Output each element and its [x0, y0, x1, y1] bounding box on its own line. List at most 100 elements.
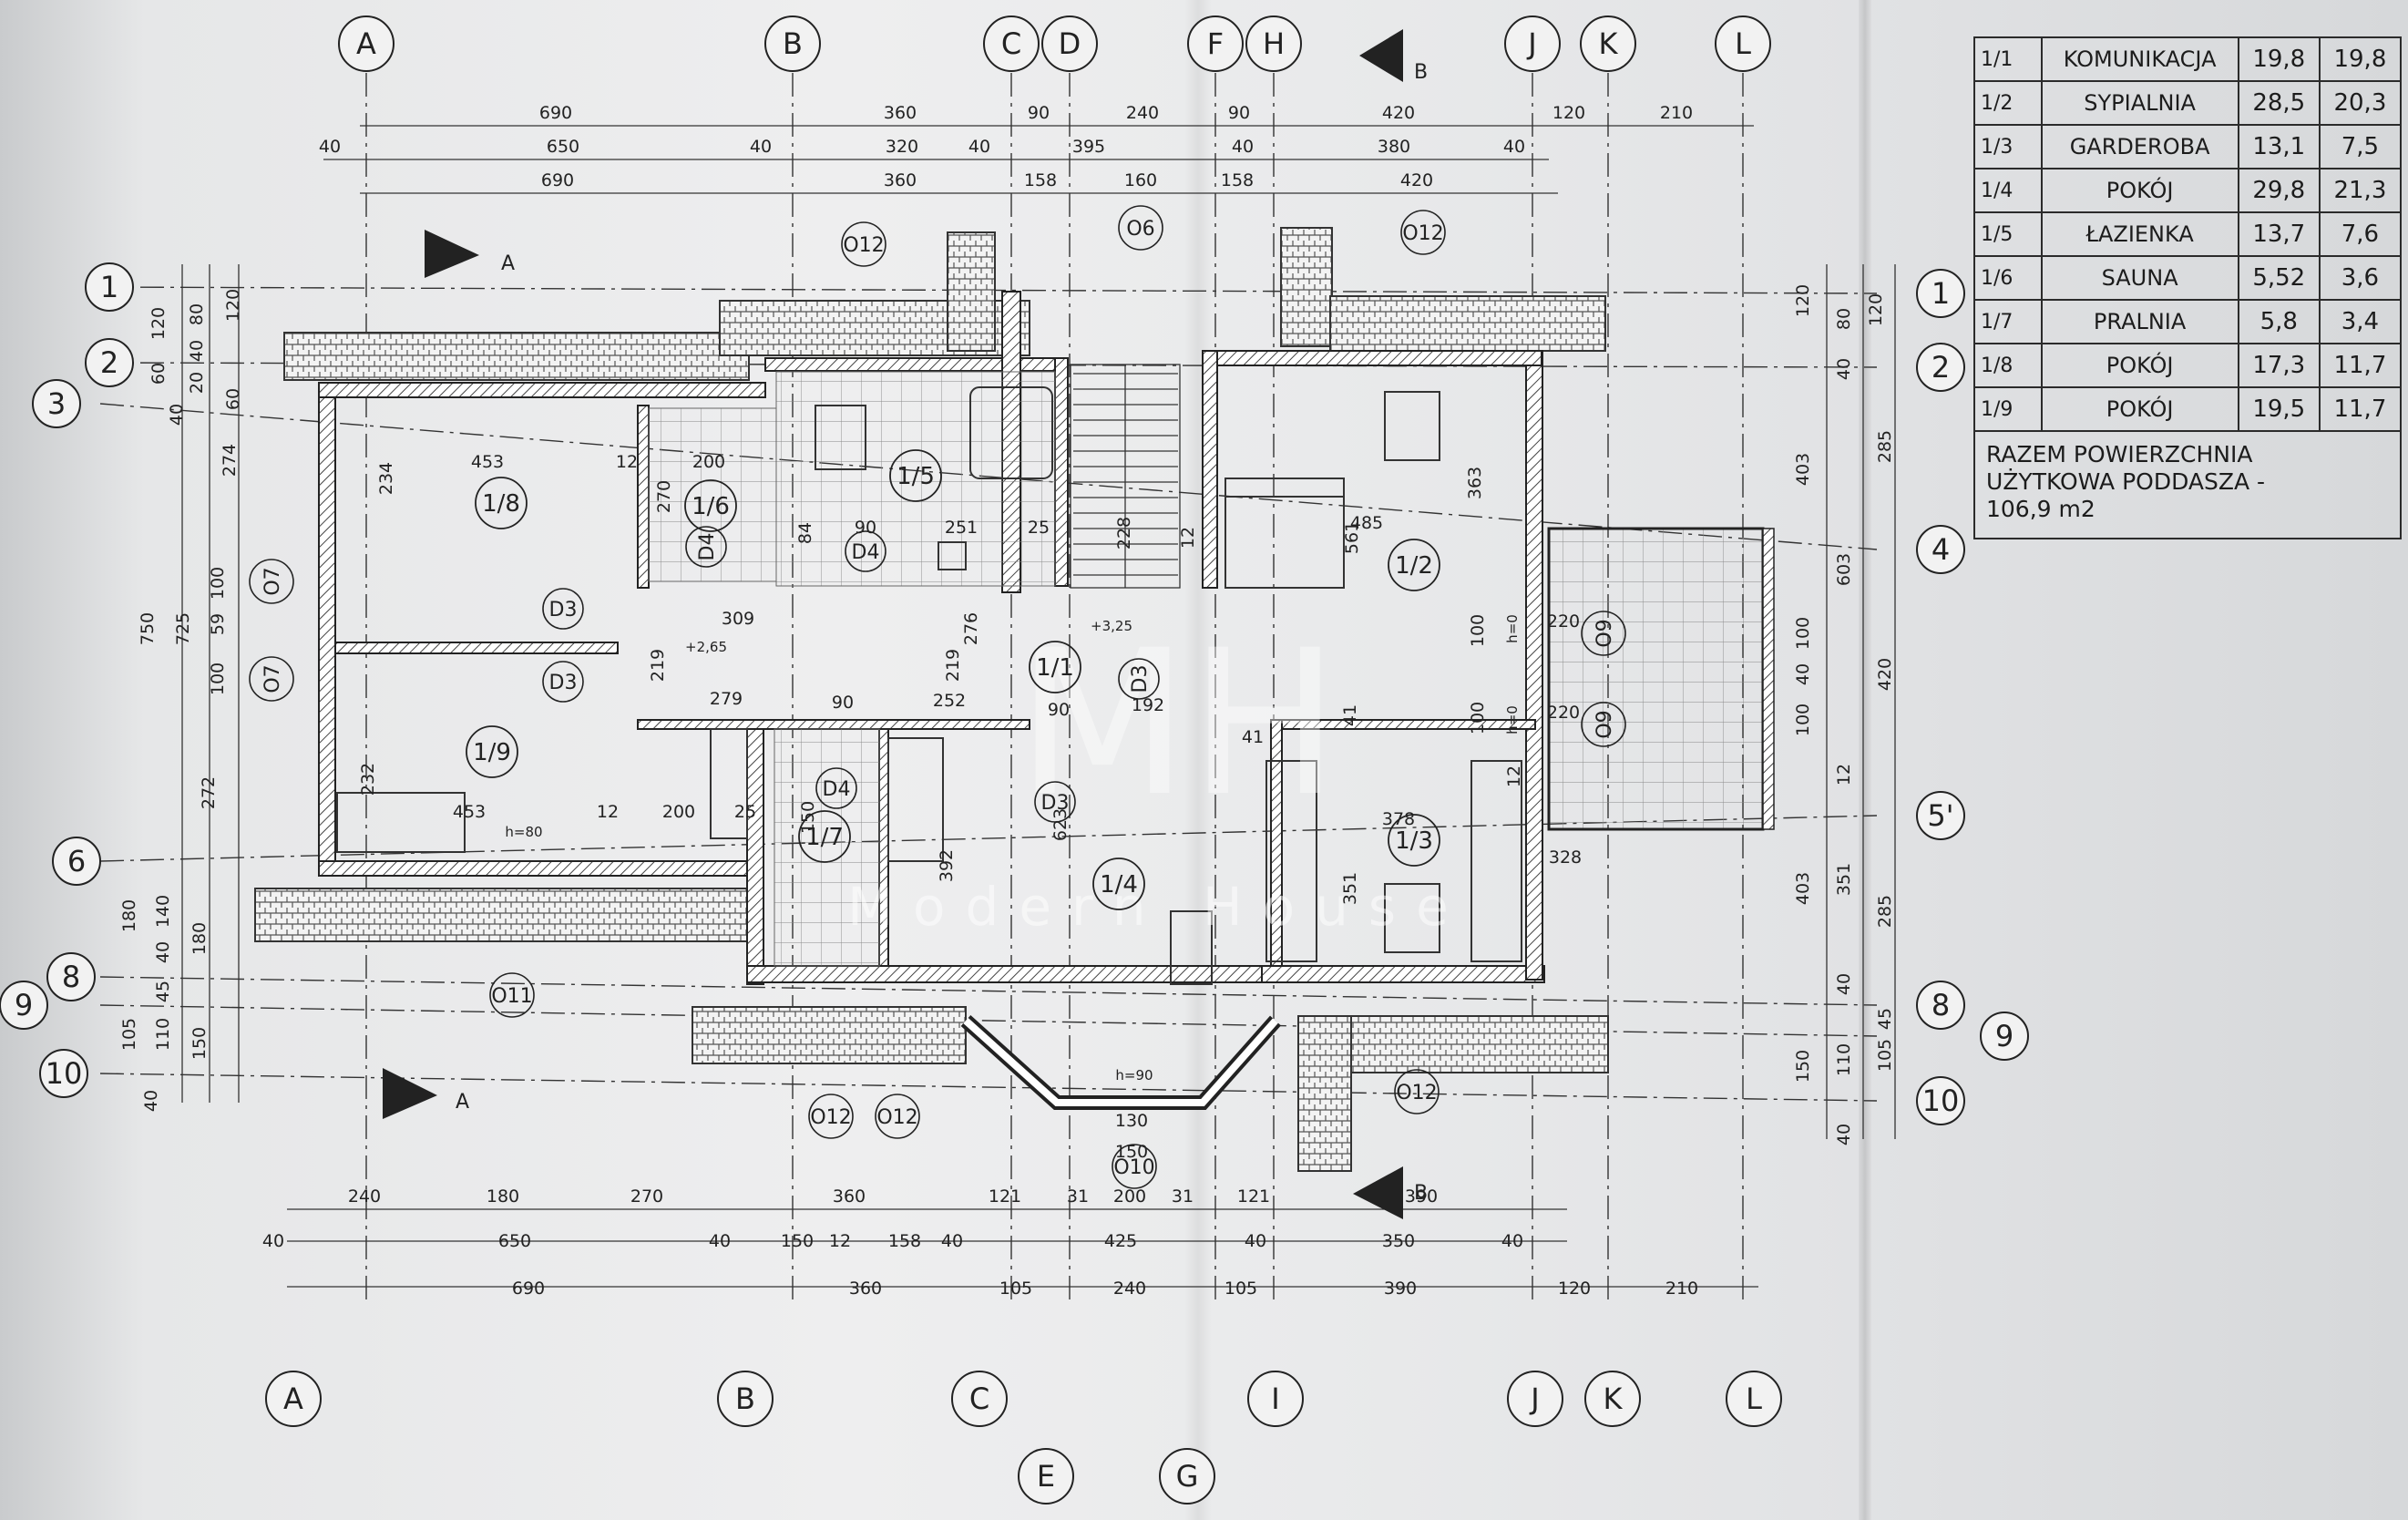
area-cell-name: ŁAZIENKA [2040, 211, 2239, 257]
inner-dim-4: 270 [654, 480, 674, 513]
window-marker-o12-2: O12 [1400, 210, 1446, 255]
axis-bubble-bottom-C: C [951, 1371, 1008, 1427]
area-cell-no: 1/1 [1973, 36, 2043, 82]
axis-bubble-left-2-label: 2 [100, 345, 118, 380]
section-label-a-bottom: A [456, 1091, 469, 1114]
axis-bubble-bottom-A: A [265, 1371, 322, 1427]
axis-bubble-left-6-label: 6 [67, 844, 86, 878]
top-dim-1-2: 90 [1028, 103, 1050, 123]
left-dim-0: 120 [149, 307, 169, 340]
room-marker-1-8: 1/8 [475, 477, 528, 529]
window-label: O9 [1593, 710, 1616, 738]
axis-bubble-left-3-label: 3 [47, 386, 66, 421]
door-label: D4 [823, 778, 851, 801]
section-arrow-b-bottom [1353, 1166, 1403, 1219]
axis-bubble-top-C-label: C [1001, 26, 1021, 61]
door-label: D3 [549, 599, 578, 621]
left-dim-12: 59 [208, 613, 228, 635]
room-label: 1/9 [473, 739, 511, 766]
bottom-dimension-lines [287, 1208, 1758, 1288]
level-note-5: h=0 [1504, 705, 1521, 734]
total-line-3: 106,9 m2 [1986, 496, 2095, 522]
inner-dim-9: 228 [1114, 517, 1134, 549]
room-marker-1-1: 1/1 [1029, 641, 1081, 693]
right-dim-19: 150 [1793, 1050, 1813, 1083]
inner-dim-36: 100 [1468, 614, 1488, 647]
top-dim-2-0: 40 [319, 137, 341, 157]
section-arrow-a-bottom [383, 1068, 437, 1119]
axis-bubble-left-9-label: 9 [15, 988, 33, 1022]
inner-dim-10: 12 [1178, 527, 1198, 549]
inner-dim-38: 220 [1547, 611, 1580, 632]
bottom-dim-2-8: 40 [1245, 1231, 1266, 1251]
window-label: O12 [1396, 1082, 1437, 1104]
top-dim-1-0: 690 [539, 103, 572, 123]
area-cell-name: GARDEROBA [2040, 124, 2239, 169]
left-dim-15: 180 [119, 899, 139, 932]
area-cell-b: 11,7 [2318, 343, 2403, 388]
top-dim-3-3: 160 [1124, 170, 1157, 190]
bottom-dim-2-9: 350 [1382, 1231, 1415, 1251]
level-notes: h=80h=90+3,25+2,65h=0h=0 [505, 614, 1521, 1084]
left-dim-5: 20 [187, 372, 207, 394]
window-marker-o12-8: O12 [808, 1094, 854, 1139]
door-marker-5: D3 [1034, 781, 1076, 823]
axis-bubble-bottom-K: K [1584, 1371, 1641, 1427]
axis-bubble-bottom-J: J [1507, 1371, 1563, 1427]
area-cell-b: 20,3 [2318, 80, 2403, 126]
axis-bubble-right-9-label: 9 [1995, 1019, 2013, 1053]
inner-dim-34: 130 [1115, 1111, 1148, 1131]
axis-bubble-right-5': 5' [1916, 791, 1965, 840]
axis-bubble-top-B-label: B [783, 26, 803, 61]
area-cell-no: 1/2 [1973, 80, 2043, 126]
bottom-dim-1-8: 121 [1237, 1186, 1270, 1207]
inner-dim-25: 453 [453, 802, 486, 822]
level-note-4: h=0 [1504, 614, 1521, 643]
left-dim-21: 110 [153, 1018, 173, 1051]
left-dim-7: 40 [167, 404, 187, 426]
section-label-b-bottom: B [1414, 1182, 1428, 1205]
axis-bubble-bottom-I: I [1247, 1371, 1304, 1427]
axis-bubble-right-2: 2 [1916, 343, 1965, 392]
inner-dim-6: 90 [855, 518, 876, 538]
staircase [1070, 364, 1181, 589]
left-dim-16: 140 [153, 895, 173, 928]
eaves [254, 227, 1609, 1172]
inner-dim-16: 279 [710, 689, 743, 709]
bottom-dim-3-7: 210 [1665, 1279, 1698, 1299]
axis-bubble-bottom-B-label: B [735, 1381, 755, 1416]
bottom-dim-1-9: 390 [1405, 1186, 1438, 1207]
area-cell-a: 28,5 [2237, 80, 2321, 126]
top-dim-3-5: 420 [1400, 170, 1433, 190]
left-dim-1: 80 [187, 303, 207, 325]
inner-dim-39: 220 [1547, 703, 1580, 723]
bottom-dim-1-6: 200 [1113, 1186, 1146, 1207]
door-marker-0: D3 [542, 588, 584, 630]
area-cell-no: 1/4 [1973, 168, 2043, 213]
inner-dim-15: 219 [648, 649, 668, 682]
door-marker-1: D3 [542, 661, 584, 703]
inner-dim-19: 219 [943, 649, 963, 682]
top-dim-2-2: 40 [750, 137, 772, 157]
inner-dim-13: 363 [1465, 467, 1485, 499]
top-dim-2-4: 40 [968, 137, 990, 157]
window-label: O12 [1402, 222, 1443, 245]
right-dim-6: 285 [1875, 430, 1895, 463]
room-label: 1/3 [1395, 827, 1433, 855]
top-dim-2-3: 320 [886, 137, 918, 157]
axis-bubble-left-6: 6 [52, 837, 101, 886]
right-dim-15: 40 [1834, 973, 1854, 995]
right-dim-17: 105 [1875, 1039, 1895, 1072]
axis-bubble-bottom-L-label: L [1746, 1381, 1762, 1416]
axis-bubble-top-L-label: L [1735, 26, 1751, 61]
area-cell-b: 21,3 [2318, 168, 2403, 213]
level-note-1: h=90 [1115, 1067, 1153, 1084]
right-dim-18: 110 [1834, 1043, 1854, 1076]
inner-dim-14: 309 [722, 609, 754, 629]
bottom-dim-2-1: 650 [498, 1231, 531, 1251]
left-dim-17: 180 [190, 922, 210, 955]
area-cell-no: 1/6 [1973, 255, 2043, 301]
